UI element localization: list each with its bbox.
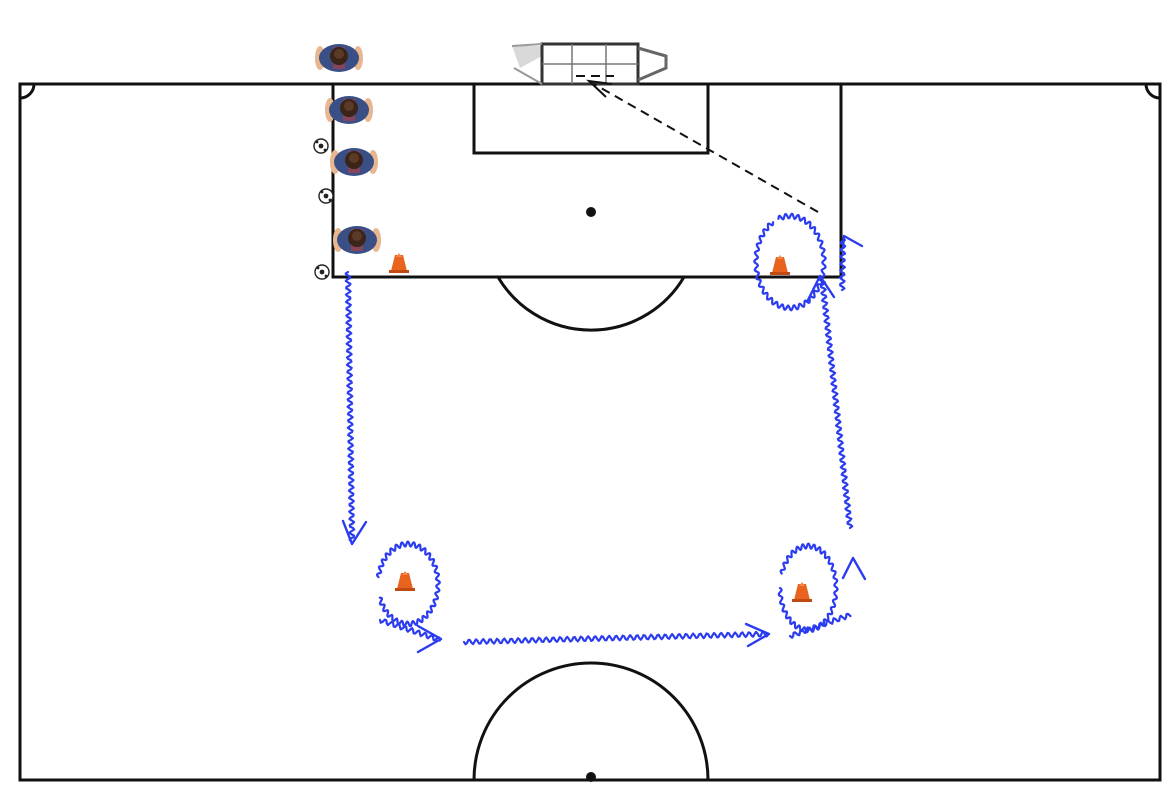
player bbox=[333, 226, 381, 254]
goal-frame bbox=[511, 42, 668, 86]
goal-area bbox=[472, 82, 710, 155]
dribble-arrowheads bbox=[341, 234, 867, 654]
centre-spot bbox=[586, 772, 596, 782]
dribble-segment bbox=[818, 277, 854, 530]
dribble-segment bbox=[753, 212, 827, 312]
player bbox=[315, 44, 363, 72]
dribble-segment bbox=[777, 542, 839, 634]
ball bbox=[318, 188, 334, 204]
cone bbox=[770, 255, 790, 275]
dribble-segment bbox=[344, 270, 356, 542]
arrowhead bbox=[416, 624, 443, 654]
arrowhead bbox=[806, 274, 836, 302]
pitch-outline bbox=[18, 82, 1162, 782]
cone bbox=[395, 571, 415, 591]
dribble-segment bbox=[378, 618, 441, 642]
shot-path bbox=[576, 75, 819, 213]
ball bbox=[314, 264, 330, 280]
arrowhead bbox=[841, 234, 864, 250]
cone bbox=[389, 253, 409, 273]
arrowhead bbox=[744, 622, 771, 648]
dribble-segment bbox=[788, 612, 852, 639]
corner-arc-left bbox=[19, 83, 36, 100]
dribble-segment bbox=[462, 630, 770, 646]
dribble-segment bbox=[375, 540, 441, 628]
penalty-spot bbox=[586, 207, 596, 217]
corner-arc-right bbox=[1144, 83, 1161, 100]
arrowhead bbox=[341, 519, 368, 546]
centre-circle bbox=[472, 661, 710, 781]
cone bbox=[792, 582, 812, 602]
player bbox=[325, 96, 373, 124]
player bbox=[330, 148, 378, 176]
arrowhead bbox=[841, 556, 867, 581]
ball bbox=[313, 138, 329, 154]
penalty-arc bbox=[496, 276, 686, 332]
